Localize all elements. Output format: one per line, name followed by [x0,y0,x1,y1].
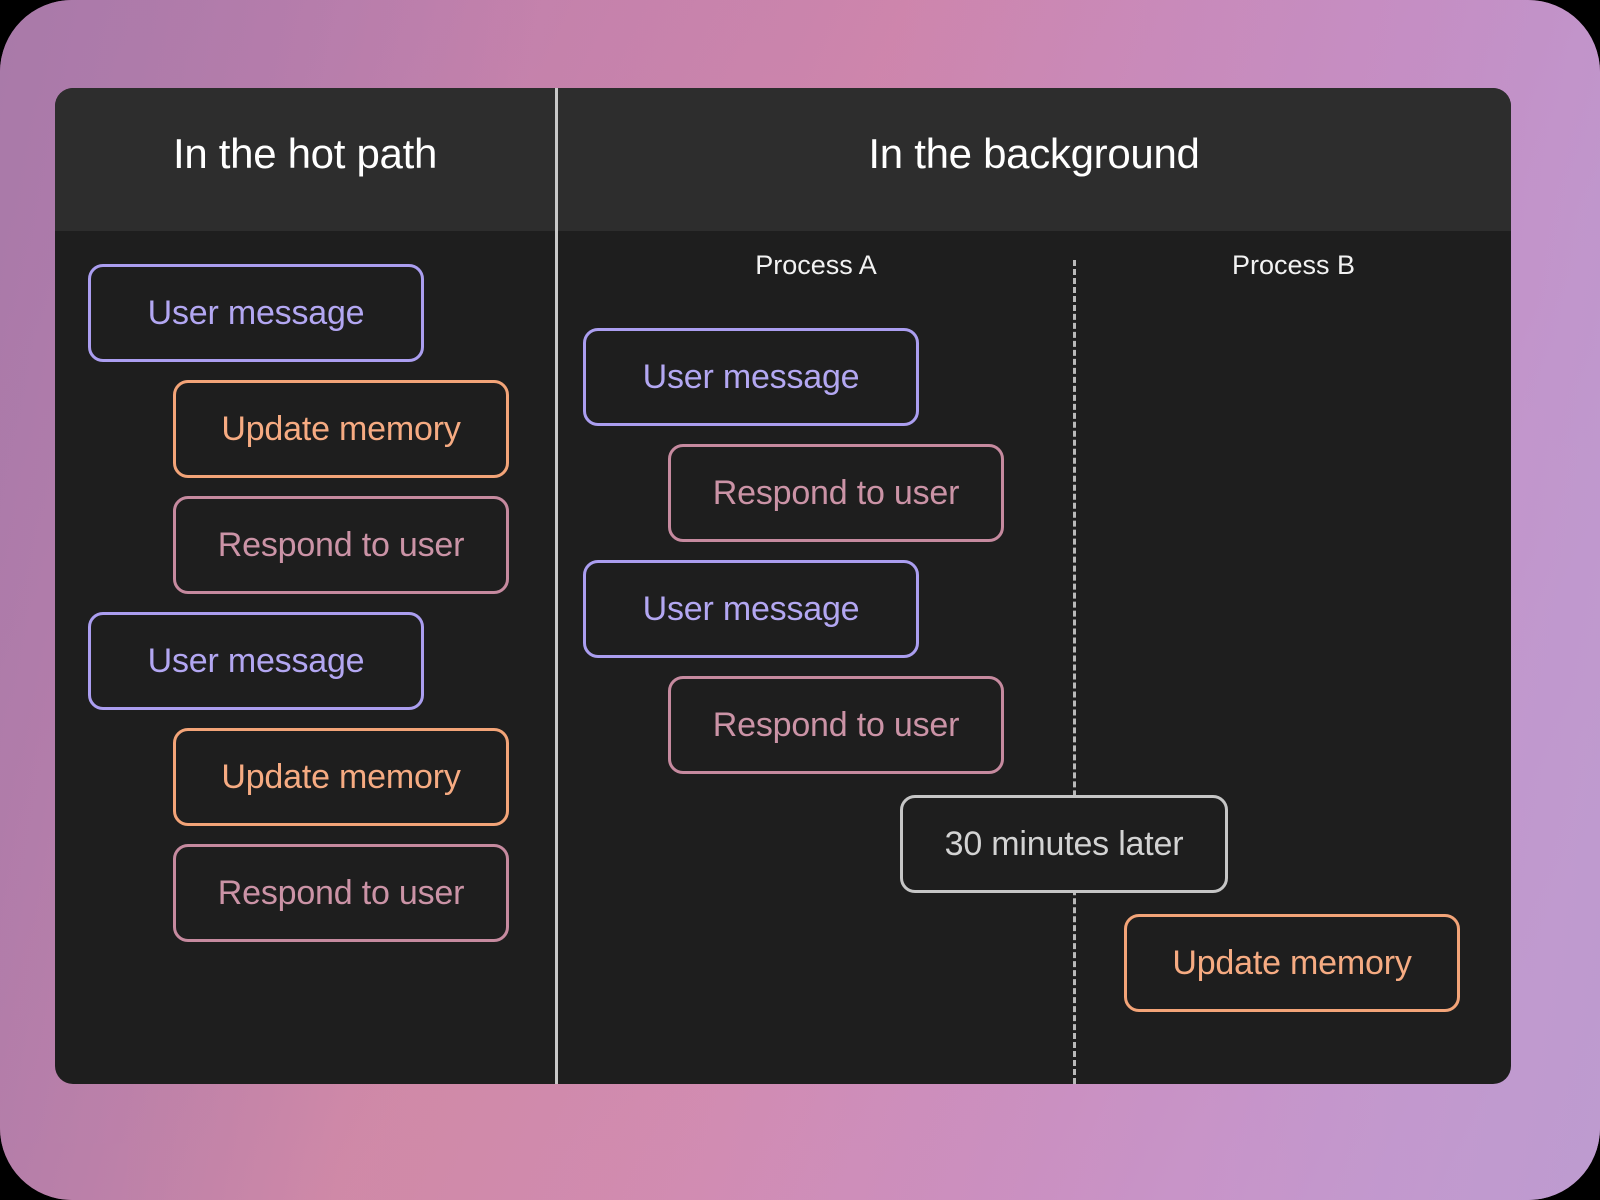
process-a-label: Process A [755,250,877,280]
header-band [55,88,1511,231]
process-a-node-respond-to-user-2[interactable]: Respond to user [668,676,1004,774]
column-title-hot-path: In the hot path [172,130,438,177]
process-a-node-user-message-1[interactable]: User message [583,328,919,426]
hot-path-node-respond-to-user-1[interactable]: Respond to user [173,496,509,594]
process-a-node-user-message-2[interactable]: User message [583,560,919,658]
hot-path-node-update-memory-2[interactable]: Update memory [173,728,509,826]
process-b-node-update-memory[interactable]: Update memory [1124,914,1460,1012]
process-dashed-divider [1073,260,1076,1084]
diagram-panel: In the hot path In the background Proces… [55,88,1511,1084]
process-b-label: Process B [1231,250,1356,280]
hot-path-node-user-message-1[interactable]: User message [88,264,424,362]
hot-path-node-user-message-2[interactable]: User message [88,612,424,710]
column-title-background: In the background [868,130,1200,177]
hot-path-node-respond-to-user-2[interactable]: Respond to user [173,844,509,942]
hot-path-node-update-memory-1[interactable]: Update memory [173,380,509,478]
column-divider [555,88,558,1084]
time-marker-30-minutes-later[interactable]: 30 minutes later [900,795,1228,893]
process-a-node-respond-to-user-1[interactable]: Respond to user [668,444,1004,542]
